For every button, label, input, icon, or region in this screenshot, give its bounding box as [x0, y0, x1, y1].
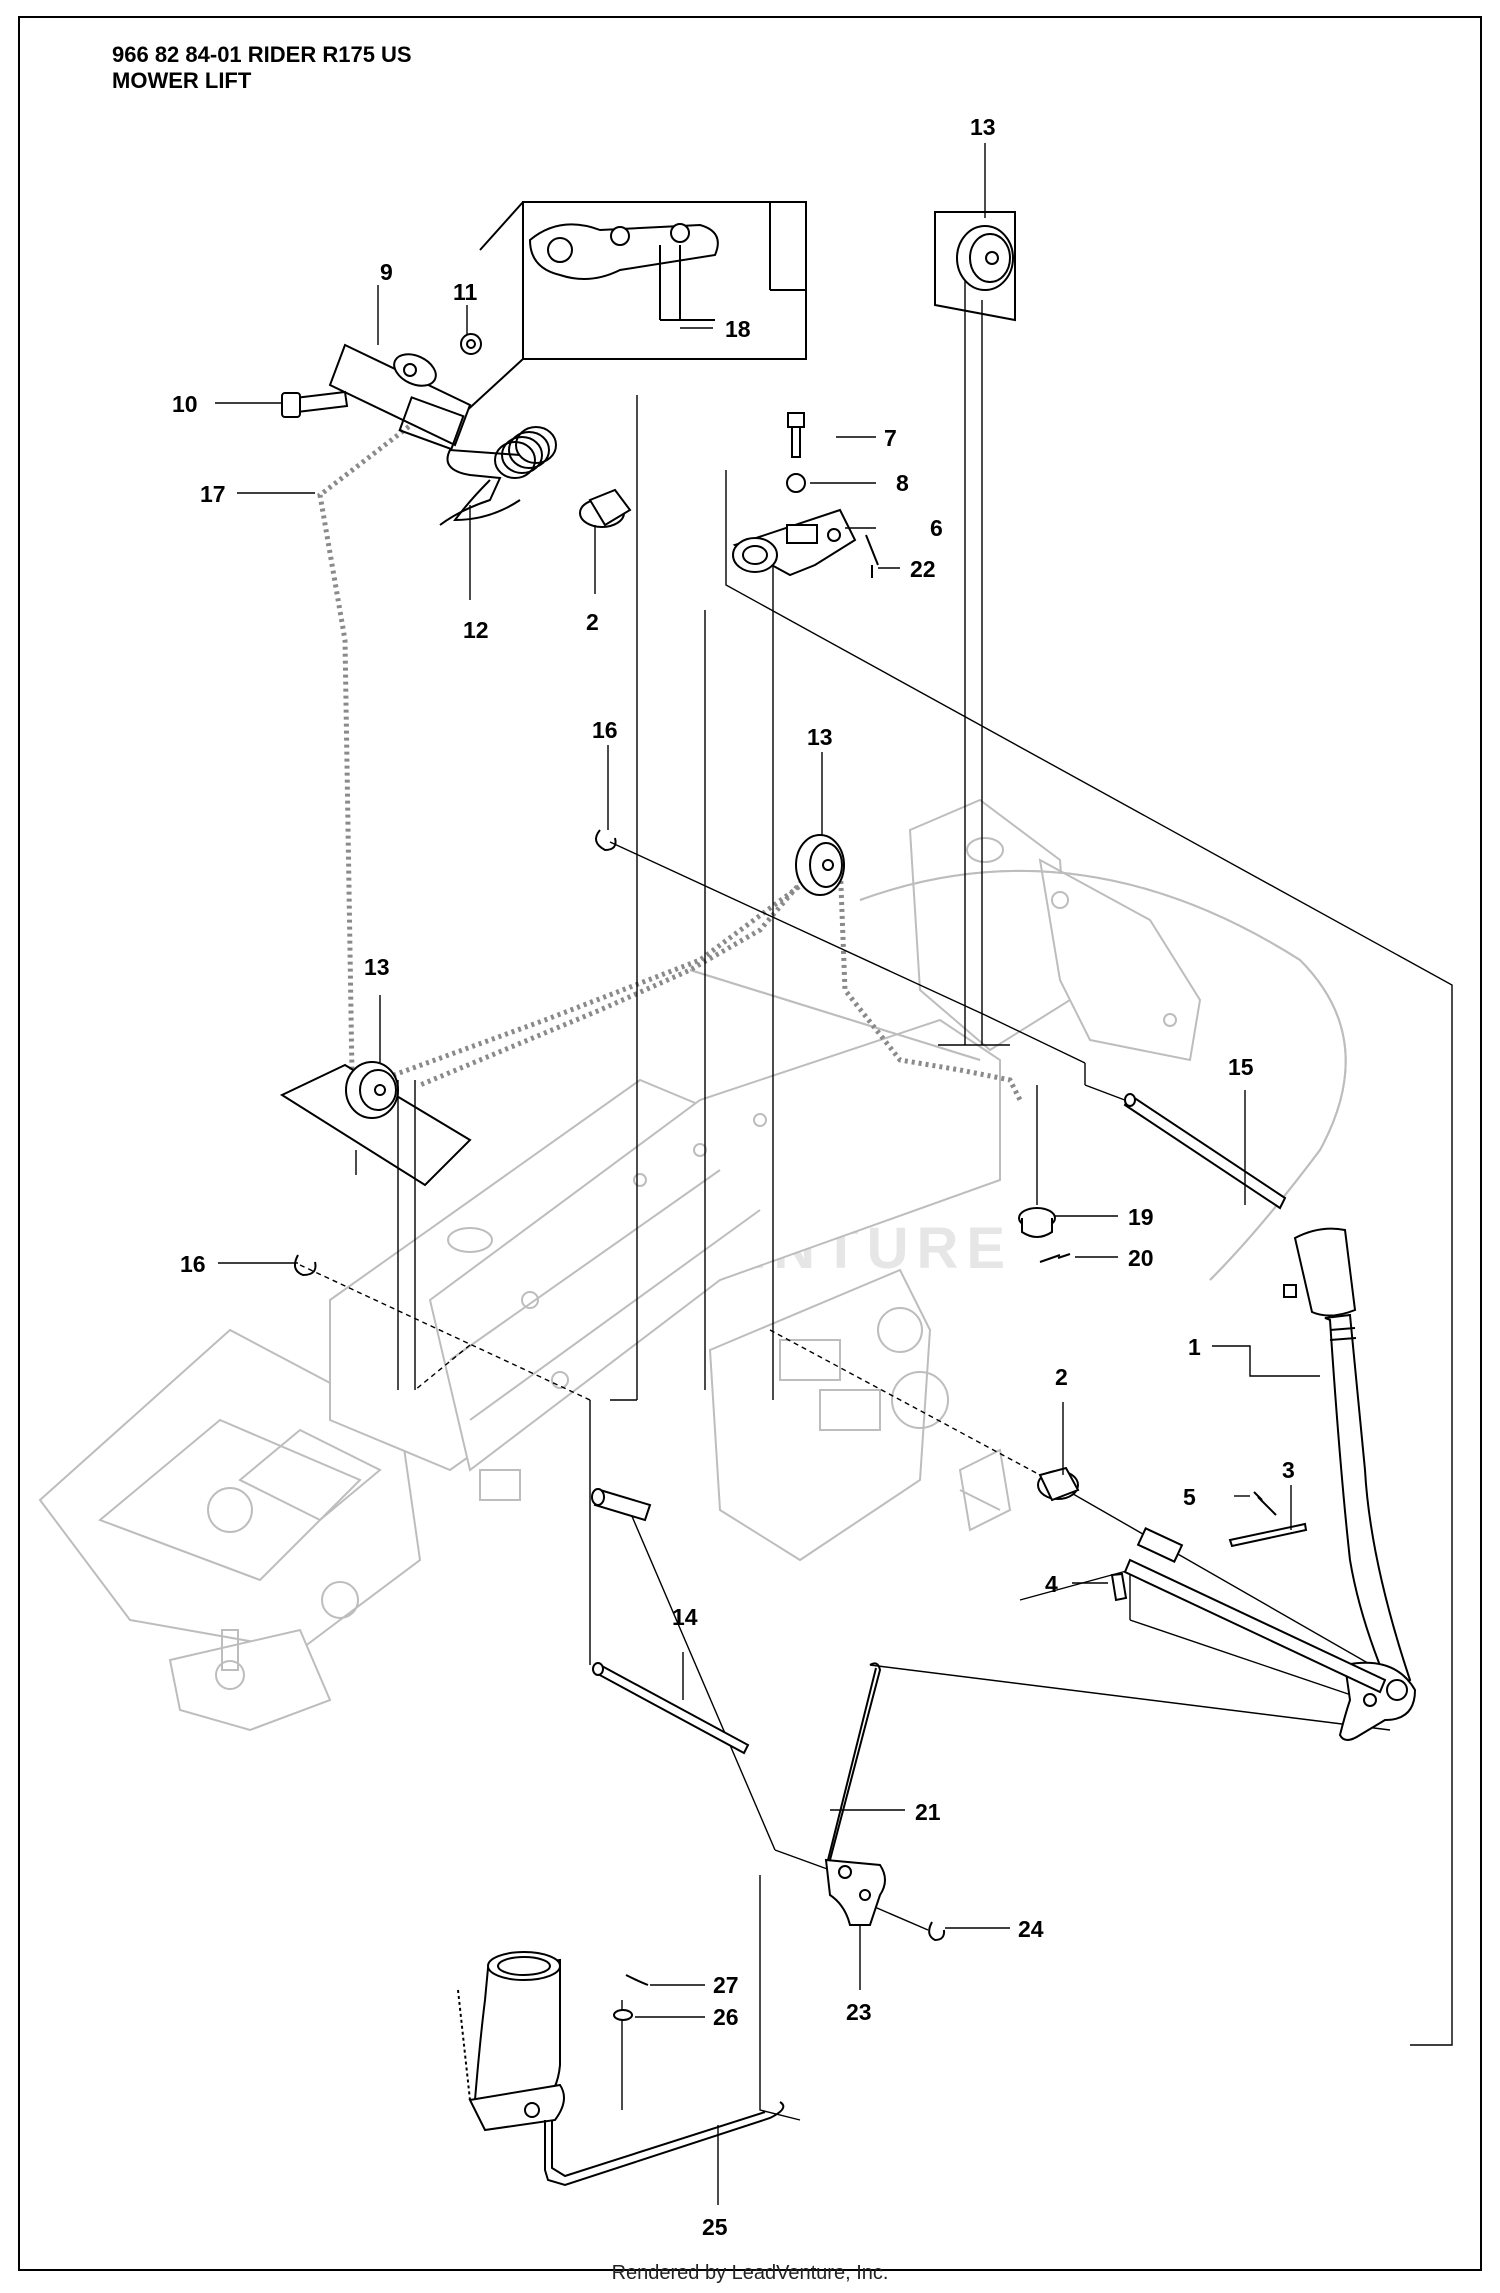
bushing-19: [1018, 1207, 1056, 1238]
cotter-pin-20: [1039, 1253, 1071, 1263]
callout-26: 26: [713, 2004, 739, 2030]
lift-link-21: [827, 1662, 882, 1861]
callout-9: 9: [380, 259, 393, 285]
rod-14: [592, 1662, 750, 1755]
callout-8: 8: [896, 470, 909, 496]
callout-13-left: 13: [364, 954, 390, 980]
callout-21: 21: [915, 1799, 941, 1825]
callout-23: 23: [846, 1999, 872, 2025]
clip-16-lower: [293, 1254, 317, 1277]
page-title: 966 82 84-01 RIDER R175 US MOWER LIFT: [112, 42, 412, 94]
callout-13-middle: 13: [807, 724, 833, 750]
callout-leaders: [215, 143, 1320, 2205]
callout-10: 10: [172, 391, 198, 417]
callout-18: 18: [725, 316, 751, 342]
lift-bracket-assembly: [732, 412, 879, 578]
callout-1: 1: [1188, 1334, 1201, 1360]
callout-2-upper: 2: [586, 609, 599, 635]
clip-24: [928, 1921, 946, 1942]
callout-24: 24: [1018, 1916, 1044, 1942]
callout-14: 14: [672, 1604, 698, 1630]
lift-shaft: [1037, 1466, 1387, 1694]
chassis-frame-ghost: [38, 798, 1347, 1732]
lift-chain: [317, 416, 1023, 1102]
washer-26: [613, 2009, 633, 2021]
chain-link-detail-inset: [461, 201, 807, 416]
pulley-left: [279, 1061, 472, 1187]
footer-attribution: Rendered by LeadVenture, Inc.: [611, 2262, 889, 2284]
pedal-assembly: [457, 1951, 565, 2132]
callout-27: 27: [713, 1972, 739, 1998]
title-assembly-line: MOWER LIFT: [112, 68, 252, 93]
callout-20: 20: [1128, 1245, 1154, 1271]
callout-15: 15: [1228, 1054, 1254, 1080]
torsion-spring: [494, 426, 557, 479]
callout-13-top: 13: [970, 114, 996, 140]
callout-7: 7: [884, 425, 897, 451]
callout-4: 4: [1045, 1571, 1058, 1597]
callout-16-lower: 16: [180, 1251, 206, 1277]
cross-shaft-15: [1123, 1093, 1287, 1210]
callout-17: 17: [200, 481, 226, 507]
callout-6: 6: [930, 515, 943, 541]
callout-3: 3: [1282, 1457, 1295, 1483]
lift-arm-assembly: [281, 333, 632, 528]
callout-16-upper: 16: [592, 717, 618, 743]
pulley-top: [934, 211, 1016, 322]
callout-labels: 1 2 2 3 4 5 6 7 8 9 10 11 12 13 13 13 14…: [172, 114, 1295, 2240]
callout-25: 25: [702, 2214, 728, 2240]
callout-19: 19: [1128, 1204, 1154, 1230]
rod-25: [544, 2101, 785, 2187]
pivot-pin-front: [591, 1488, 652, 1522]
callout-12: 12: [463, 617, 489, 643]
callout-11: 11: [453, 279, 478, 305]
clip-16-upper: [595, 829, 617, 852]
cotter-pin-27: [625, 1974, 649, 1986]
callout-22: 22: [910, 556, 936, 582]
title-model-line: 966 82 84-01 RIDER R175 US: [112, 42, 412, 67]
callout-2-lower: 2: [1055, 1364, 1068, 1390]
bracket-23: [824, 1858, 886, 1926]
callout-5: 5: [1183, 1484, 1196, 1510]
pulley-middle: [795, 834, 845, 896]
assembly-lines: [299, 280, 1453, 2121]
lift-handle: [1283, 1227, 1417, 1741]
